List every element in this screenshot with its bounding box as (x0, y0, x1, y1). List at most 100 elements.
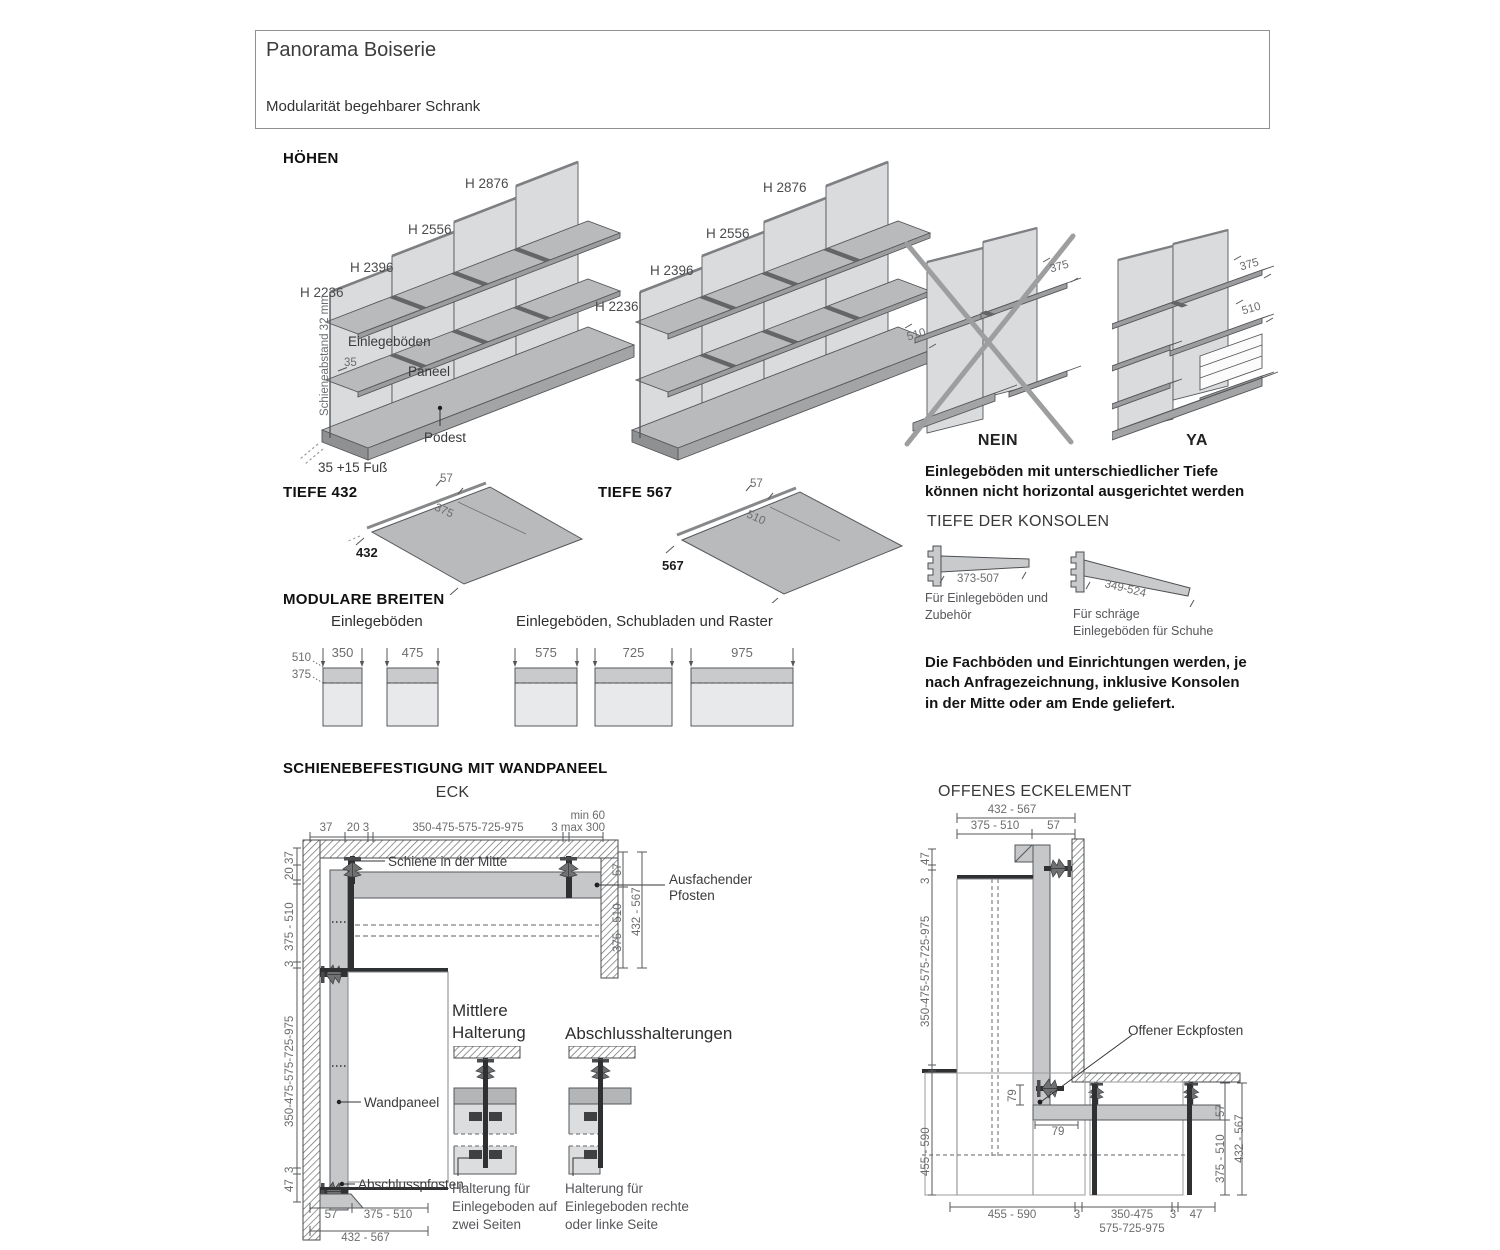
page-title: Panorama Boiserie (266, 39, 437, 61)
ya-label: YA (1186, 432, 1208, 449)
dim-3b-left: 3 (284, 1166, 296, 1173)
delivery-note: Die Fachböden und Einrichtungen werden, … (925, 654, 1247, 712)
nein-drawing (904, 226, 1082, 447)
dim-3a-bottom: 3 (1073, 1209, 1081, 1221)
dim-20-3: 20 3 (346, 822, 370, 834)
tiefe567-diagram: 57 510 567 (650, 473, 915, 603)
breiten-drawing (312, 648, 796, 727)
dim-575-725-975-bottom: 575-725-975 (1099, 1223, 1165, 1235)
dim-20-left: 20 (284, 867, 296, 880)
width-975: 975 (731, 645, 753, 660)
height-label-2876: H 2876 (763, 180, 807, 195)
schiene-mitte-label: Schiene in der Mitte (388, 854, 508, 869)
konsole-straight: 373-507 (925, 542, 1040, 602)
dim-57-bottom: 57 (324, 1209, 338, 1221)
hoehen-diagram-left: H 2236 H 2396 H 2556 H 2876 Schieneabsta… (290, 158, 635, 493)
dim-37: 37 (319, 822, 333, 834)
ya-diagram: 375 510 YA (1112, 216, 1282, 456)
konsole-straight-drawing (927, 545, 1030, 587)
dim-510: 510 (291, 652, 311, 664)
tiefe432-drawing (345, 479, 584, 595)
eckelement-drawing (922, 813, 1247, 1212)
tiefe432-diagram: 57 375 432 (340, 470, 595, 595)
height-label-2556: H 2556 (706, 226, 750, 241)
dim-3-max300: 3 max 300 (551, 822, 605, 834)
dim-455-590-bottom: 455 - 590 (987, 1209, 1037, 1221)
dim-3-left: 3 (920, 877, 932, 884)
width-725: 725 (622, 645, 645, 660)
dim-widths-left: 350-475-575-725-975 (920, 915, 932, 1027)
foot-label: 35 +15 Fuß (318, 460, 388, 475)
offener-eckpfosten-label: Offener Eckpfosten (1128, 1023, 1244, 1038)
dim-widths: 350-475-575-725-975 (412, 822, 524, 834)
nein-label: NEIN (977, 432, 1019, 449)
dim-47-left: 47 (920, 852, 932, 865)
dim-432: 432 (356, 545, 378, 560)
konsole-slanted-drawing (1070, 551, 1195, 608)
dim-567: 567 (662, 558, 684, 573)
hoehen-diagram-right-drawing (630, 160, 933, 461)
breiten-diagram: 510 375 350 475 575 725 975 (283, 640, 803, 735)
hoehen-diagram-left-drawing (299, 160, 635, 465)
rail-spacing-label: Schieneabstand 32 mm (319, 295, 331, 416)
dim-375: 375 (291, 669, 311, 681)
dim-432-567-right: 432 - 567 (1234, 1114, 1246, 1163)
mittlere-halterung-title: Mittlere Halterung (452, 1001, 526, 1042)
hoehen-diagram-right: H 2236 H 2396 H 2556 H 2876 (588, 158, 933, 493)
height-label-2396: H 2396 (350, 260, 394, 275)
dim-375-510-left: 375 - 510 (284, 902, 296, 951)
width-575: 575 (535, 645, 557, 660)
dim-widths-left: 350-475-575-725-975 (284, 1015, 296, 1127)
eck-corner-diagram: 37 20 3 350-475-575-725-975 min 60 3 max… (284, 810, 795, 1250)
height-label-2236: H 2236 (595, 299, 639, 314)
breiten-group2-label: Einlegeböden, Schubladen und Raster (516, 613, 773, 630)
konsole-straight-caption: Für Einlegeböden und Zubehör (925, 591, 1049, 622)
dim-35: 35 (344, 357, 357, 369)
dim-57-top: 57 (1047, 820, 1060, 832)
dim-373-507: 373-507 (957, 573, 1000, 585)
eckelement-heading: OFFENES ECKELEMENT (938, 783, 1132, 800)
width-350: 350 (331, 645, 354, 660)
breiten-heading: MODULARE BREITEN (283, 591, 445, 608)
dim-350-475-bottom: 350-475 (1110, 1209, 1154, 1221)
dim-57-right: 57 (1215, 1104, 1227, 1117)
tiefe567-heading: TIEFE 567 (598, 484, 673, 501)
dim-432-567-bottom: 432 - 567 (341, 1232, 390, 1244)
mittlere-halterung-drawing (453, 1046, 521, 1176)
konsole-slanted: 349-524 (1068, 548, 1203, 628)
page-subtitle: Modularität begehbarer Schrank (266, 98, 481, 115)
mittlere-halterung-caption: Halterung für Einlegeboden auf zwei Seit… (452, 1181, 558, 1233)
depth-alignment-note: Einlegeböden mit unterschiedlicher Tiefe… (925, 463, 1245, 501)
abschluss-halterung-icon (567, 1046, 642, 1176)
konsole-slanted-caption: Für schräge Einlegeböden für Schuhe (1073, 607, 1214, 638)
dim-3b-bottom: 3 (1169, 1209, 1177, 1221)
dim-57: 57 (440, 473, 453, 485)
shelf-label: Einlegeböden (348, 334, 431, 349)
dim-375-510-bottom: 375 - 510 (363, 1209, 413, 1221)
dim-79-vertical: 79 (1007, 1089, 1019, 1102)
dim-57-right: 57 (612, 863, 624, 876)
dim-432-567-top: 432 - 567 (987, 804, 1037, 816)
tiefe567-drawing (665, 484, 904, 603)
dim-47-left: 47 (284, 1179, 296, 1192)
dim-79-horizontal: 79 (1051, 1126, 1065, 1138)
height-label-2236: H 2236 (300, 285, 344, 300)
ausfachender-pfosten-label: Ausfachender Pfosten (669, 872, 753, 903)
wandpaneel-label: Wandpaneel (364, 1095, 440, 1110)
dim-432-567-right: 432 - 567 (631, 887, 643, 936)
eckelement-diagram: 432 - 567 375 - 510 57 47 3 350-475-575-… (920, 804, 1265, 1245)
dim-57: 57 (750, 478, 763, 490)
tiefe432-heading: TIEFE 432 (283, 484, 358, 501)
abschluss-halterung-drawing (568, 1046, 636, 1176)
dim-min60: min 60 (570, 810, 605, 822)
dim-375-510-top: 375 - 510 (970, 820, 1020, 832)
podest-label: Podest (424, 430, 467, 445)
abschluss-halterung-caption: Halterung für Einlegeboden rechte oder l… (565, 1181, 689, 1233)
height-label-2556: H 2556 (408, 222, 452, 237)
mittlere-halterung-icon (452, 1046, 527, 1176)
dim-375-510-right: 375 - 510 (1215, 1134, 1227, 1183)
dim-47-bottom: 47 (1189, 1209, 1203, 1221)
ya-drawing (1112, 228, 1279, 441)
hoehen-heading: HÖHEN (283, 150, 339, 167)
